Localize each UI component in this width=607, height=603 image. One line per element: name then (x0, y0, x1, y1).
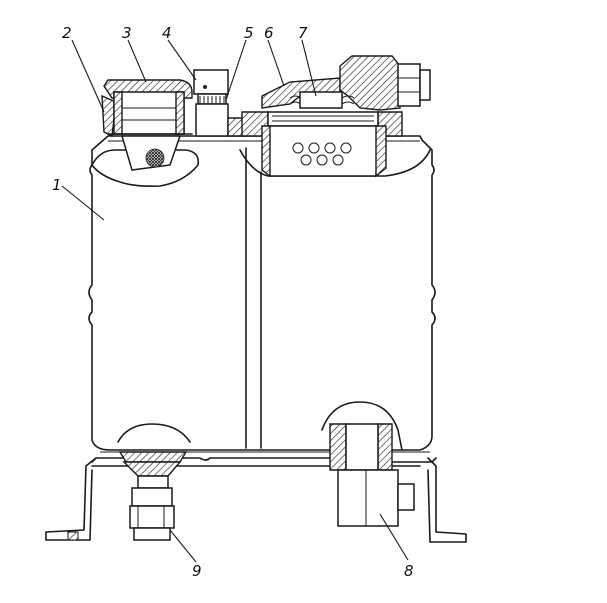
level-gauge (193, 69, 247, 137)
filler-neck (101, 79, 193, 138)
bottom-fitting (329, 423, 415, 527)
label-1: 1 (52, 176, 62, 194)
leader-lines (61, 39, 409, 563)
label-3: 3 (122, 24, 132, 42)
drain-plug (118, 451, 188, 541)
label-9: 9 (192, 562, 202, 580)
label-4: 4 (162, 24, 172, 42)
label-5: 5 (244, 24, 254, 42)
callout-labels: 2 3 4 5 6 7 1 9 8 (52, 24, 414, 580)
tank-body (88, 135, 436, 453)
label-2: 2 (62, 24, 72, 42)
label-8: 8 (404, 562, 414, 580)
breather-cap (241, 55, 431, 178)
basket-holes (292, 142, 352, 166)
label-7: 7 (298, 24, 308, 42)
strainer (120, 135, 182, 171)
label-6: 6 (264, 24, 274, 42)
